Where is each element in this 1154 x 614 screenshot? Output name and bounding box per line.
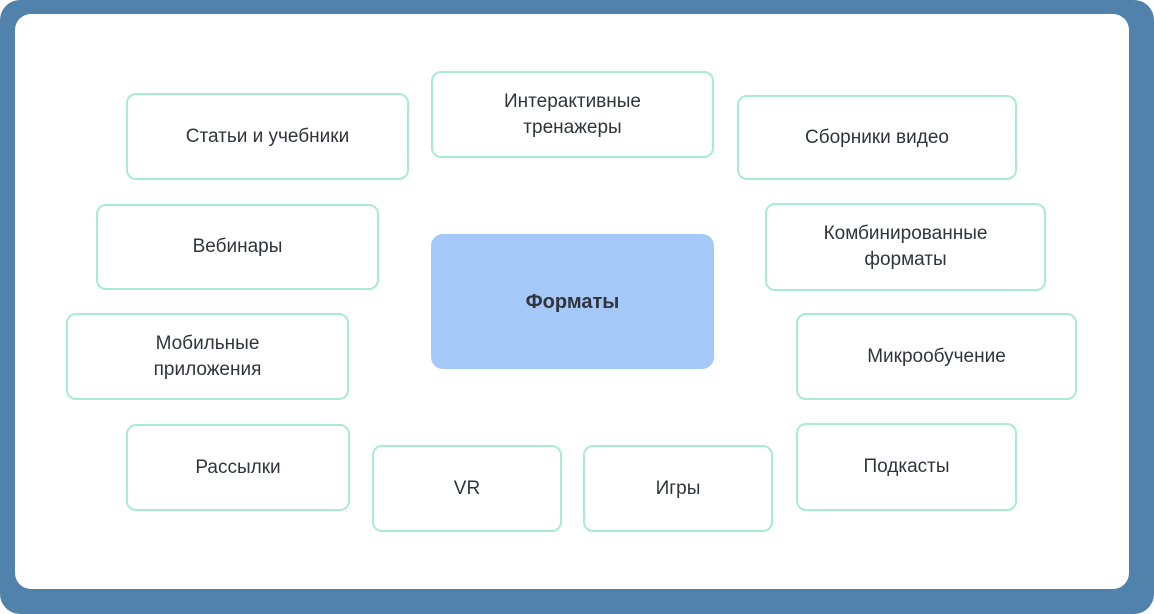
node-vr: VR (372, 445, 562, 532)
node-webinars: Вебинары (96, 204, 379, 290)
node-articles-textbooks: Статьи и учебники (126, 93, 409, 180)
node-video-collections: Сборники видео (737, 95, 1017, 180)
node-label: Статьи и учебники (185, 125, 350, 147)
center-node-formats: Форматы (431, 234, 714, 369)
node-label: Микрообучение (867, 345, 1006, 367)
diagram-canvas: Форматы Статьи и учебники Интерактивные … (15, 14, 1129, 589)
center-node-label: Форматы (525, 290, 620, 313)
node-label: Подкасты (863, 456, 950, 477)
node-newsletters: Рассылки (126, 424, 350, 511)
node-label: Игры (655, 477, 701, 499)
node-microlearning: Микрообучение (796, 313, 1077, 400)
node-games: Игры (583, 445, 773, 532)
node-label: Мобильные приложения (153, 332, 262, 380)
node-label: Интерактивные тренажеры (504, 90, 641, 138)
node-mobile-apps: Мобильные приложения (66, 313, 349, 400)
node-label: Сборники видео (805, 126, 949, 148)
node-label: Рассылки (195, 456, 281, 478)
node-label: Вебинары (192, 236, 283, 257)
node-podcasts: Подкасты (796, 423, 1017, 511)
node-label: Комбинированные форматы (823, 223, 988, 270)
node-label: VR (453, 477, 481, 499)
node-interactive-trainers: Интерактивные тренажеры (431, 71, 714, 158)
node-combined-formats: Комбинированные форматы (765, 203, 1046, 291)
